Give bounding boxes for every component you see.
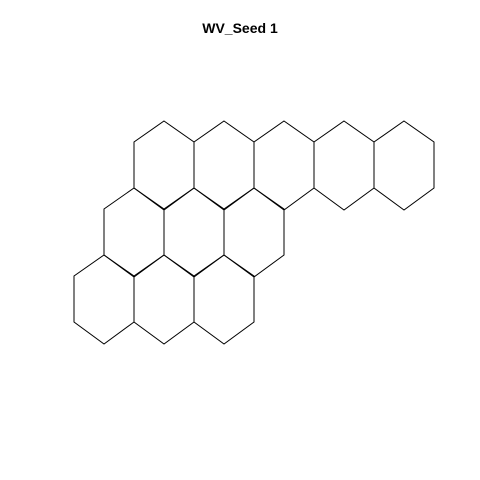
hexagon-cell bbox=[223, 187, 285, 278]
hexagon-cell bbox=[133, 254, 195, 345]
hexagon-cell bbox=[373, 120, 435, 211]
hexagon-cell bbox=[253, 120, 315, 211]
plot-title: WV_Seed 1 bbox=[202, 20, 278, 36]
hexagon-cell bbox=[193, 120, 255, 211]
hexagon-cell bbox=[133, 120, 195, 211]
hexagon-cell bbox=[163, 187, 225, 278]
hexagon-cell bbox=[103, 187, 165, 278]
hexagon-cell bbox=[193, 254, 255, 345]
hexagon-cell bbox=[73, 254, 135, 345]
hexagon-cell bbox=[313, 120, 375, 211]
